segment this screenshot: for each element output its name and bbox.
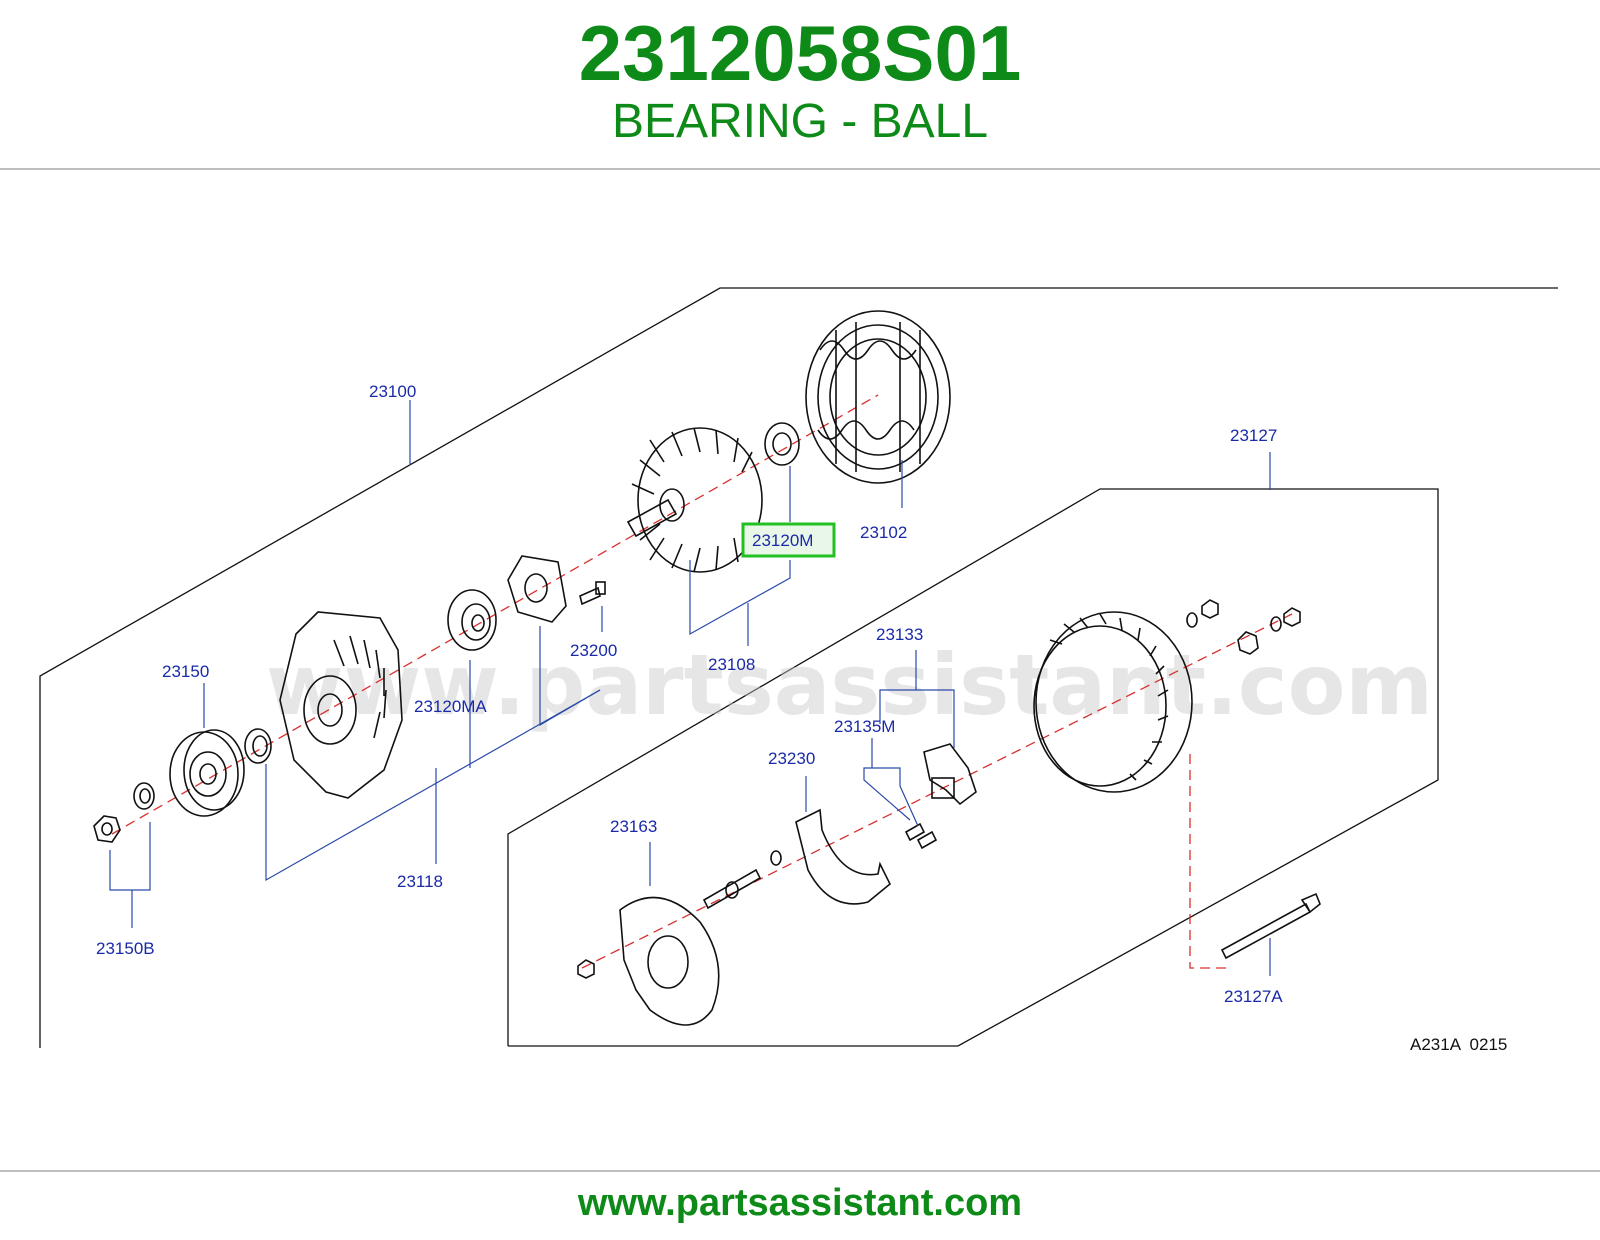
bolt-23200-part (579, 581, 606, 606)
through-bolt-part (1220, 892, 1321, 960)
callout-23150B[interactable]: 23150B (96, 939, 155, 958)
rotor-part (626, 427, 763, 573)
page-header: 2312058S01 BEARING - BALL (0, 0, 1600, 170)
pulley-washer-part (133, 782, 155, 810)
rear-nut-part (577, 959, 595, 979)
rear-cover-part (1033, 611, 1193, 793)
callout-23133[interactable]: 23133 (876, 625, 923, 644)
terminal-stud-part (702, 868, 762, 910)
callout-23200[interactable]: 23200 (570, 641, 617, 660)
front-housing-part (279, 611, 403, 799)
upper-assembly-frame (39, 287, 1558, 1048)
header-divider (0, 168, 1600, 170)
highlight-box (741, 522, 836, 558)
stator-part (805, 310, 951, 484)
bolt-axis (1189, 754, 1230, 969)
callout-23120M[interactable]: 23120M (752, 531, 813, 550)
callout-23135M[interactable]: 23135M (834, 717, 895, 736)
lower-center-axis (581, 613, 1293, 969)
callout-23108[interactable]: 23108 (708, 655, 755, 674)
rectifier-part (770, 808, 892, 905)
front-bearing-part (447, 589, 497, 651)
brush-set-part (904, 822, 938, 850)
callout-23100[interactable]: 23100 (369, 382, 416, 401)
callout-23118[interactable]: 23118 (397, 872, 443, 891)
ball-bearing-part (764, 422, 800, 466)
part-name-subtitle: BEARING - BALL (611, 95, 989, 148)
callout-23102[interactable]: 23102 (860, 523, 907, 542)
rear-terminal-hardware (1186, 599, 1301, 655)
callout-23127[interactable]: 23127 (1230, 426, 1277, 445)
diagram-code: A231A 0215 (1410, 1035, 1507, 1054)
regulator-part (923, 743, 977, 806)
callout-23120MA[interactable]: 23120MA (414, 697, 487, 716)
callout-23230[interactable]: 23230 (768, 749, 815, 768)
part-number-title: 2312058S01 (578, 9, 1022, 97)
retainer-plate-part (507, 555, 567, 623)
footer-divider (0, 1170, 1600, 1172)
leader-lines (109, 400, 1271, 976)
footer-url-link[interactable]: www.partsassistant.com (577, 1182, 1023, 1224)
spacer-ring-part (244, 728, 272, 764)
callout-23127A[interactable]: 23127A (1224, 987, 1283, 1006)
pulley-part (169, 729, 245, 817)
lower-assembly-frame (507, 488, 1439, 1047)
watermark-text: www.partsassistant.com (266, 636, 1433, 734)
callout-23163[interactable]: 23163 (610, 817, 657, 836)
pulley-nut-part (93, 815, 121, 843)
rear-plate-part (619, 896, 720, 1026)
callout-23150[interactable]: 23150 (162, 662, 209, 681)
